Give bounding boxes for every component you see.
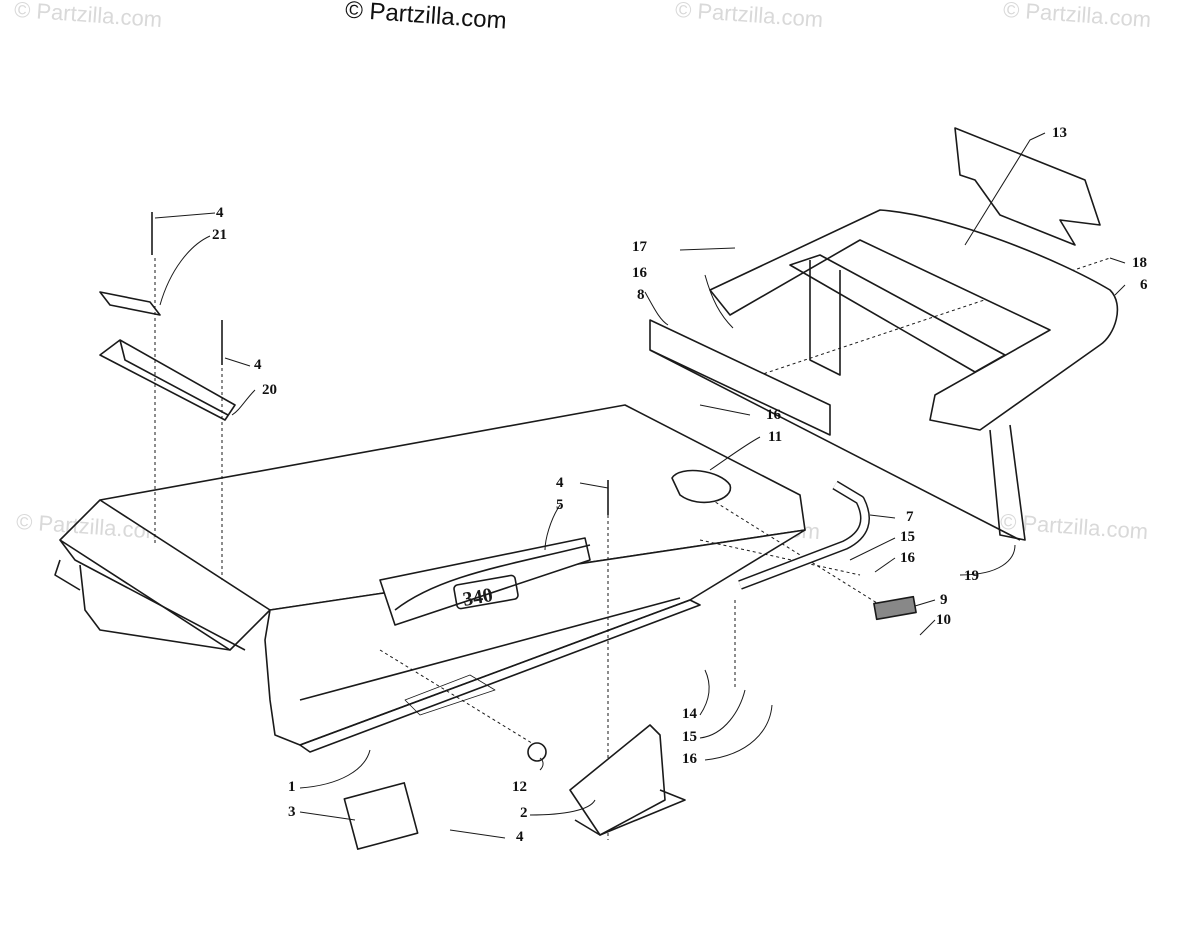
callout-18: 18 [1132, 255, 1147, 271]
cap-part-12 [527, 742, 547, 762]
bracket-part-2 [569, 724, 686, 836]
callout-21: 21 [212, 227, 227, 243]
callout-6: 6 [1140, 277, 1148, 293]
callout-4-bottom: 4 [516, 829, 524, 845]
callout-9: 9 [940, 592, 948, 608]
seat-pan-part-1 [54, 404, 806, 753]
callout-16-bottom: 16 [682, 751, 697, 767]
leader-lines [154, 132, 1126, 839]
callout-16-top: 16 [632, 265, 647, 281]
emblem-pad-part-5: 340 [379, 537, 591, 626]
callout-17: 17 [632, 239, 647, 255]
callout-16-right: 16 [900, 550, 915, 566]
callout-13: 13 [1052, 125, 1067, 141]
rail-strip-part-8 [649, 319, 831, 436]
callout-15-bottom: 15 [682, 729, 697, 745]
callout-11: 11 [768, 429, 783, 445]
shim-part-13 [954, 127, 1101, 246]
callout-16-mid: 16 [766, 407, 781, 423]
angle-bracket-part-20-flange [119, 339, 229, 416]
rail-strip-part-19 [649, 349, 1021, 541]
callout-15-right: 15 [900, 529, 915, 545]
callout-1: 1 [288, 779, 296, 795]
callout-7: 7 [906, 509, 914, 525]
callout-4-top: 4 [216, 205, 224, 221]
callout-5: 5 [556, 497, 564, 513]
callout-4-center: 4 [556, 475, 564, 491]
callout-3: 3 [288, 804, 296, 820]
handle-tube-part-7-highlight [738, 481, 869, 589]
callout-20: 20 [262, 382, 277, 398]
callout-2: 2 [520, 805, 528, 821]
callout-19: 19 [964, 568, 979, 584]
plate-part-11 [671, 469, 732, 504]
callout-10: 10 [936, 612, 951, 628]
emblem-340-text: 340 [461, 584, 494, 611]
callout-14: 14 [682, 706, 697, 722]
callout-12: 12 [512, 779, 527, 795]
bracket-part-21 [99, 291, 161, 316]
reflector-part-9 [873, 595, 917, 621]
callout-8: 8 [637, 287, 645, 303]
callout-4-mid: 4 [254, 357, 262, 373]
grab-handle-part-6 [709, 209, 1119, 541]
plate-part-3 [343, 782, 419, 850]
